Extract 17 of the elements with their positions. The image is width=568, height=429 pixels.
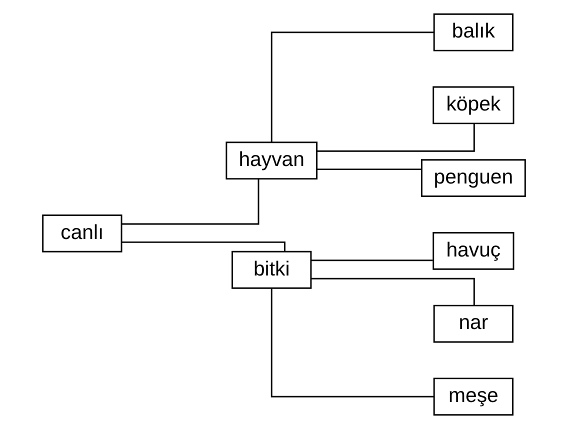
connector [270, 288, 434, 398]
connector [270, 32, 434, 142]
connector [122, 241, 286, 252]
node-box: balık [433, 13, 514, 52]
node-box: hayvan [226, 142, 318, 180]
connector [316, 168, 422, 170]
node-box: köpek [432, 86, 514, 124]
node-box: meşe [433, 378, 514, 416]
node-box: penguen [420, 159, 526, 198]
node-box: bitki [232, 250, 312, 289]
connector [311, 278, 475, 306]
node-box: nar [433, 304, 514, 343]
connector [311, 260, 433, 262]
connector [317, 124, 475, 152]
node-box: canlı [42, 214, 122, 252]
connector [122, 179, 260, 225]
node-box: havuç [432, 232, 514, 270]
